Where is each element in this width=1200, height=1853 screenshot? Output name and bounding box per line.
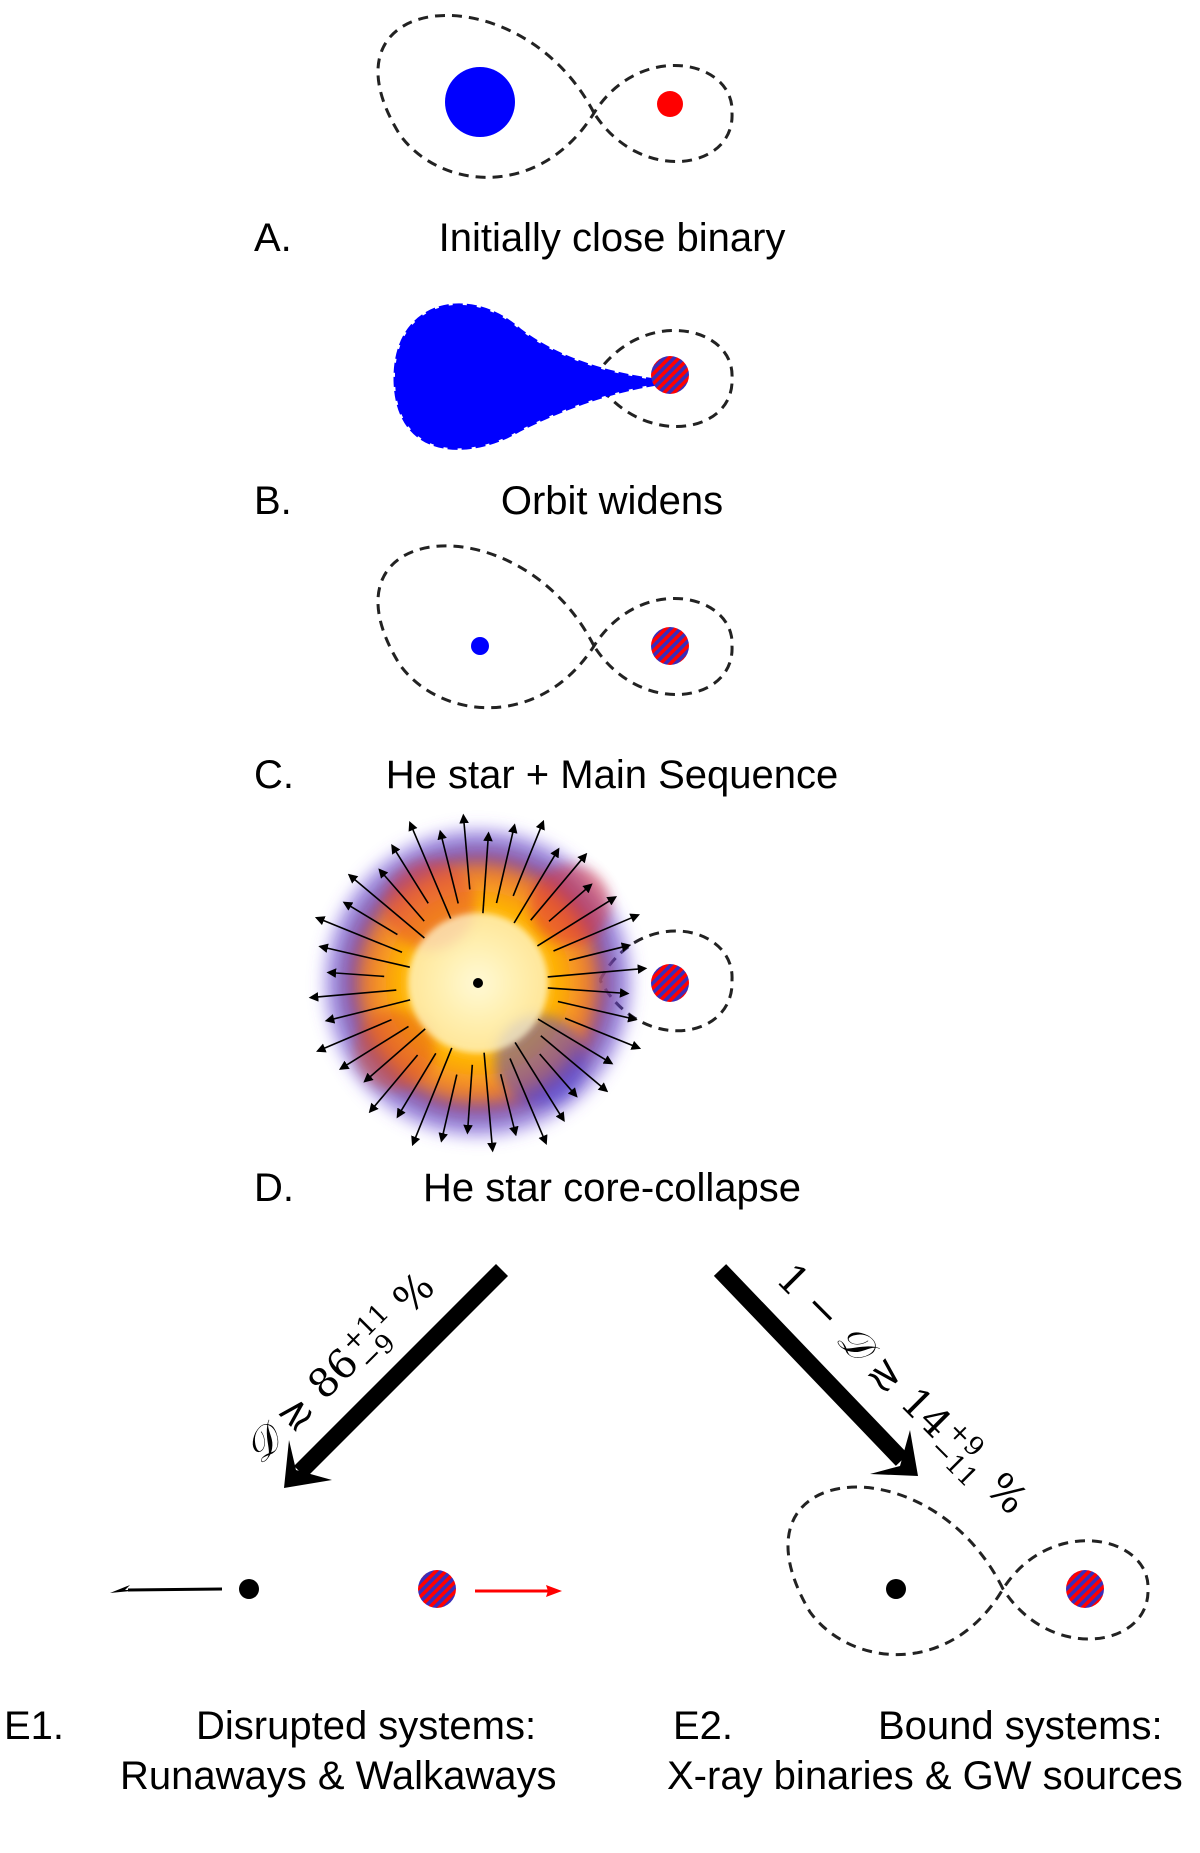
ejecta-arrow: [408, 821, 452, 919]
ejecta-arrow: [396, 1052, 437, 1119]
ejecta-arrow: [316, 1018, 392, 1053]
ejecta-arrow: [463, 1064, 474, 1135]
bound-branch-arrowhead: [870, 1430, 918, 1476]
e1-compact-remnant: [239, 1579, 259, 1599]
ejecta-arrow: [569, 942, 632, 962]
e2-letter: E2.: [673, 1704, 734, 1748]
step-c-helium-star: [471, 637, 489, 655]
step-d-companion-star: [651, 964, 689, 1002]
step-d-panel: [308, 813, 734, 1153]
ejecta-arrow: [378, 868, 425, 922]
step-c-caption: He star + Main Sequence: [385, 753, 839, 797]
e1-companion-velocity-arrowhead: [546, 1585, 562, 1597]
e2-caption-line2: X-ray binaries & GW sources: [667, 1754, 1183, 1798]
step-a-companion-star: [657, 91, 683, 117]
ejecta-arrow: [342, 901, 398, 936]
e1-caption-line1: Disrupted systems:: [196, 1704, 537, 1748]
step-b-accretor-star: [651, 356, 689, 394]
step-b-companion-lobe: [592, 329, 734, 428]
step-d-caption: He star core-collapse: [423, 1166, 801, 1210]
branch-arrows: [284, 1263, 918, 1488]
e2-roche-lobe: [786, 1485, 1150, 1657]
step-c-panel: [376, 544, 734, 710]
ejecta-arrow: [308, 989, 397, 1002]
step-b-overflowing-donor: [393, 303, 671, 450]
ejecta-arrow: [536, 896, 618, 947]
step-d-companion-lobe: [598, 929, 734, 1033]
e2-panel: [786, 1485, 1150, 1657]
ejecta-arrow: [495, 823, 518, 904]
step-b-caption: Orbit widens: [500, 479, 724, 523]
ejecta-arrow: [514, 1041, 565, 1123]
ejecta-arrow: [391, 843, 429, 904]
step-b-letter: B.: [254, 479, 292, 523]
ejecta-arrow: [547, 964, 648, 978]
step-d-supernova-explosion: [308, 813, 648, 1153]
ejecta-arrow: [411, 1047, 453, 1147]
ejecta-arrow: [459, 813, 471, 890]
ejecta-arrow: [482, 831, 493, 914]
ejecta-arrow: [548, 883, 593, 922]
step-a-letter: A.: [254, 216, 292, 260]
ejecta-arrow: [437, 829, 459, 904]
step-c-roche-lobe: [376, 544, 734, 710]
step-a-roche-lobe: [376, 13, 734, 179]
disrupted-branch-arrowhead: [284, 1440, 332, 1488]
bound-branch-arrow: [713, 1264, 909, 1466]
step-d-letter: D.: [254, 1166, 294, 1210]
e2-compact-remnant: [886, 1579, 906, 1599]
disrupted-branch-arrow: [293, 1263, 509, 1479]
ejecta-arrow: [324, 999, 411, 1024]
ejecta-arrow: [547, 987, 630, 998]
step-a-panel: [376, 13, 734, 179]
e1-panel: [110, 1570, 562, 1608]
e1-caption-line2: Runaways & Walkaways: [120, 1754, 557, 1798]
ejecta-arrow: [483, 1052, 497, 1153]
step-b-panel: [393, 303, 734, 450]
ejecta-arrow: [553, 913, 640, 952]
step-a-caption: Initially close binary: [438, 216, 786, 260]
step-c-letter: C.: [254, 753, 294, 797]
ejecta-arrow: [318, 943, 410, 968]
ejecta-arrow: [499, 1074, 519, 1137]
ejecta-arrow: [338, 1025, 409, 1070]
ejecta-arrow: [347, 873, 425, 939]
ejecta-arrow: [368, 1054, 419, 1114]
step-c-main-sequence-star: [651, 627, 689, 665]
ejecta-arrow: [557, 1000, 638, 1023]
e2-companion-star: [1066, 1570, 1104, 1608]
ejecta-arrow: [326, 968, 385, 978]
e1-runaway-companion: [418, 1570, 456, 1608]
ejecta-arrow: [438, 1074, 458, 1143]
step-a-primary-star: [445, 67, 515, 137]
ejecta-arrow: [509, 1058, 548, 1145]
ejecta-arrow: [314, 916, 403, 954]
e1-letter: E1.: [4, 1704, 65, 1748]
ejecta-arrow: [537, 1018, 614, 1065]
e2-caption-line1: Bound systems:: [878, 1704, 1163, 1748]
e1-remnant-velocity-shaft: [127, 1587, 223, 1592]
ejecta-arrow: [363, 1028, 426, 1083]
ejecta-arrow: [530, 852, 588, 921]
ejecta-arrow: [564, 1017, 642, 1050]
ejecta-arrow: [539, 1053, 578, 1098]
ejecta-arrow: [540, 1035, 609, 1093]
ejecta-arrow: [512, 819, 545, 897]
step-d-compact-remnant: [473, 978, 483, 988]
ejecta-arrow: [513, 847, 560, 924]
